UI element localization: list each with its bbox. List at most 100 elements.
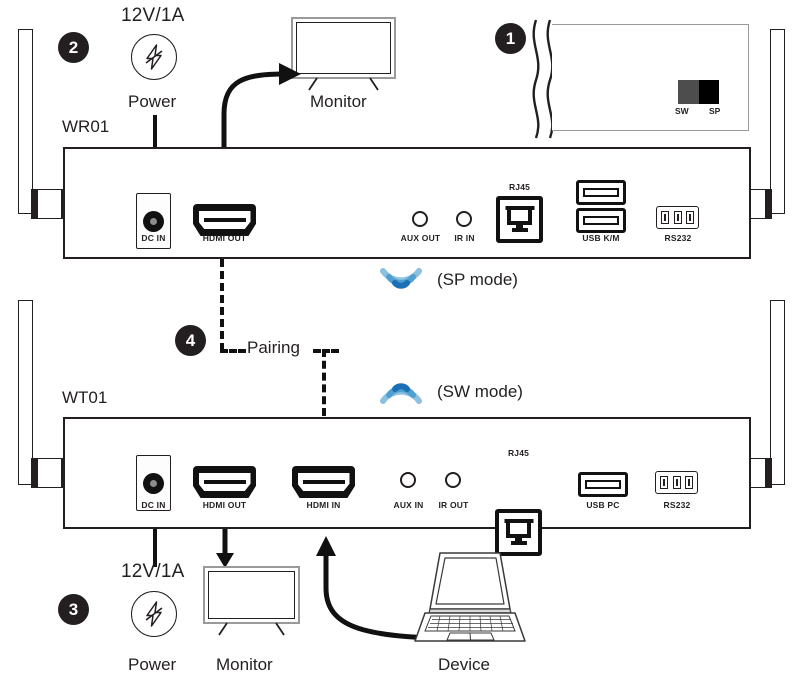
hdmi-slot — [203, 480, 246, 484]
receiver-antenna-left-hinge — [36, 189, 63, 219]
transmitter-port-hdmi-in-label: HDMI IN — [306, 500, 341, 510]
transmitter-monitor-illustration — [203, 566, 300, 624]
receiver-port-usb-km-lower[interactable] — [576, 208, 626, 233]
transmitter-antenna-right-pin-b — [765, 458, 772, 488]
receiver-port-rs232-label: RS232 — [664, 233, 692, 243]
lightning-bolt-icon — [145, 601, 163, 627]
transmitter-antenna-left-pin-a — [31, 458, 38, 488]
receiver-power-voltage: 12V/1A — [121, 5, 185, 26]
mode-slide-switch[interactable] — [678, 80, 719, 104]
usb-slot — [583, 216, 619, 225]
lightning-bolt-icon — [145, 44, 163, 70]
receiver-name-label: WR01 — [62, 117, 110, 136]
rj45-shape — [511, 228, 528, 232]
receiver-monitor-illustration — [291, 17, 396, 79]
receiver-power-icon-circle — [131, 34, 177, 80]
rj45-shape — [528, 206, 532, 225]
transmitter-port-dc-in-label: DC IN — [141, 500, 166, 510]
receiver-port-hdmi-out-label: HDMI OUT — [202, 233, 247, 243]
rj45-shape — [518, 534, 522, 545]
receiver-chassis — [63, 147, 751, 259]
pairing-dash-horizontal-right — [313, 349, 339, 353]
receiver-port-dc-in-label: DC IN — [141, 233, 166, 243]
hdmi-inner — [297, 473, 350, 491]
transmitter-port-rs232[interactable] — [655, 471, 698, 494]
receiver-port-hdmi-out[interactable] — [193, 204, 256, 236]
receiver-port-aux-out-label: AUX OUT — [400, 233, 441, 243]
receiver-port-ir-in-label: IR IN — [454, 233, 475, 243]
transmitter-port-ir-out[interactable] — [445, 472, 461, 488]
transmitter-port-rj45[interactable] — [495, 509, 542, 556]
usb-slot — [583, 188, 619, 197]
receiver-antenna-left-rod — [18, 29, 33, 214]
receiver-port-ir-in[interactable] — [456, 211, 472, 227]
receiver-port-rj45[interactable] — [496, 196, 543, 243]
step-badge-1: 1 — [495, 23, 526, 54]
transmitter-port-hdmi-out-label: HDMI OUT — [202, 500, 247, 510]
transmitter-port-hdmi-in[interactable] — [292, 466, 355, 498]
rj45-shape — [516, 221, 520, 232]
transmitter-monitor-label: Monitor — [216, 655, 273, 674]
transmitter-port-ir-out-label: IR OUT — [438, 500, 469, 510]
receiver-port-usb-km-label: USB K/M — [582, 233, 620, 243]
step-badge-2-number: 2 — [68, 38, 79, 57]
receiver-port-aux-out[interactable] — [412, 211, 428, 227]
rj45-shape — [521, 534, 531, 538]
rj45-shape — [506, 534, 516, 538]
receiver-port-rs232[interactable] — [656, 206, 699, 229]
transmitter-port-dc-in[interactable] — [136, 455, 171, 511]
transmitter-mode-label: (SW mode) — [437, 382, 523, 401]
receiver-monitor-label: Monitor — [310, 92, 367, 111]
receiver-port-usb-km-upper[interactable] — [576, 180, 626, 205]
dc-jack-icon — [143, 472, 164, 494]
step-badge-4: 4 — [175, 325, 206, 356]
transmitter-port-hdmi-out[interactable] — [193, 466, 256, 498]
rs232-pin — [684, 476, 693, 489]
rj45-shape — [522, 221, 532, 225]
step-badge-1-number: 1 — [505, 29, 516, 48]
dc-jack-pin — [150, 217, 157, 225]
rj45-shape — [527, 519, 531, 538]
device-hdmi-wire — [316, 536, 437, 641]
receiver-hdmi-wire — [221, 63, 301, 207]
hdmi-slot — [203, 218, 246, 222]
rj45-shape — [506, 519, 510, 538]
sw-mode-wifi-icon — [380, 383, 422, 404]
receiver-antenna-right-rod — [770, 29, 785, 214]
pairing-dash-vertical-lower — [322, 349, 326, 475]
monitor-screen — [296, 22, 391, 74]
step-badge-4-number: 4 — [185, 331, 196, 350]
receiver-antenna-left-pin-a — [31, 189, 38, 219]
receiver-port-dc-in[interactable] — [136, 193, 171, 249]
receiver-power-label: Power — [128, 92, 177, 111]
receiver-mode-label: (SP mode) — [437, 270, 518, 289]
monitor-stand-icon — [218, 622, 285, 636]
hdmi-inner — [198, 473, 251, 491]
rj45-shape — [507, 206, 511, 225]
transmitter-power-wire — [153, 529, 157, 567]
step-badge-3-number: 3 — [68, 600, 79, 619]
rs232-pin — [661, 211, 670, 224]
monitor-stand-icon — [308, 77, 379, 91]
transmitter-port-usb-pc-label: USB PC — [586, 500, 620, 510]
transmitter-port-aux-in[interactable] — [400, 472, 416, 488]
pairing-dash-horizontal-left — [220, 349, 246, 353]
rs232-pin — [660, 476, 669, 489]
rj45-shape — [504, 519, 533, 523]
transmitter-name-label: WT01 — [62, 388, 108, 407]
transmitter-port-rs232-label: RS232 — [663, 500, 691, 510]
switch-label-sw: SW — [675, 106, 689, 116]
transmitter-antenna-left-rod — [18, 300, 33, 485]
transmitter-port-usb-pc[interactable] — [578, 472, 628, 497]
rj45-shape — [510, 541, 527, 545]
rj45-shape — [519, 221, 523, 232]
transmitter-port-rj45-label: RJ45 — [507, 448, 530, 458]
break-squiggle-icon — [532, 19, 554, 139]
dc-jack-icon — [143, 210, 164, 232]
device-label: Device — [438, 655, 490, 674]
usb-slot — [585, 480, 621, 489]
switch-position-sp — [698, 80, 719, 104]
step-badge-3: 3 — [58, 594, 89, 625]
transmitter-antenna-right-rod — [770, 300, 785, 485]
step-badge-2: 2 — [58, 32, 89, 63]
